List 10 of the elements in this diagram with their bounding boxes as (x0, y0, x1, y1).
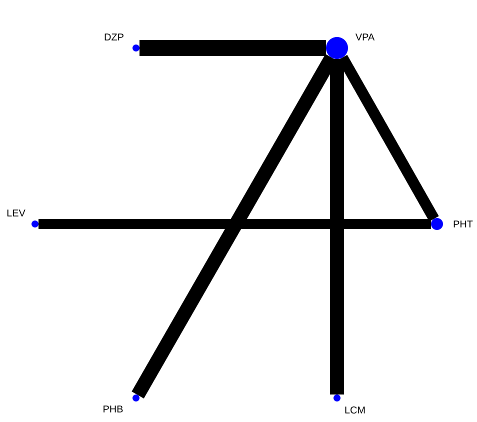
node-label: LCM (345, 406, 365, 414)
node-label: VPA (355, 34, 375, 40)
edge-line (338, 54, 439, 222)
node-label: PHB (104, 406, 123, 412)
edge-line (330, 59, 344, 394)
node-label: PHT (454, 220, 473, 228)
edge-line (140, 40, 326, 56)
node-label: DZP (104, 34, 124, 40)
edge-line (38, 219, 431, 229)
node-label: LEV (7, 210, 26, 216)
